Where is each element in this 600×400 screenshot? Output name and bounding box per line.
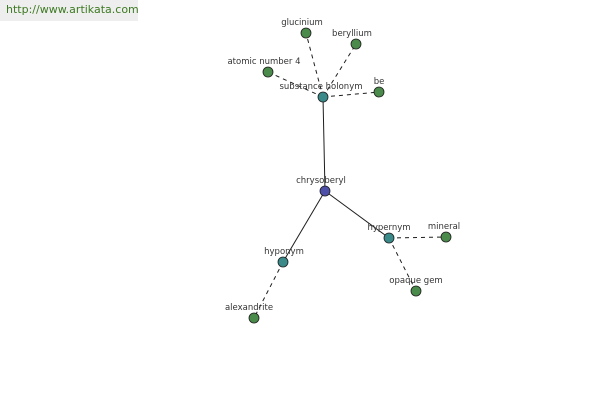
edge-substance-holonym-to-glucinium: [305, 32, 324, 98]
node-atomic-number-4[interactable]: [262, 66, 274, 78]
node-alexandrite[interactable]: [248, 312, 260, 324]
node-label-opaque-gem: opaque gem: [389, 276, 442, 286]
node-hyponym[interactable]: [277, 256, 289, 268]
edge-hypernym-to-mineral: [388, 236, 447, 239]
node-glucinium[interactable]: [300, 27, 312, 39]
edge-hypernym-to-opaque-gem: [388, 237, 417, 292]
graph-labels: chrysoberyl substance holonym hypernym hypo…: [225, 18, 460, 313]
node-label-chrysoberyl: chrysoberyl: [296, 176, 346, 186]
edge-substance-holonym-to-atomic-number-4: [267, 71, 324, 98]
edge-chrysoberyl-to-substance-holonym: [322, 96, 326, 192]
node-substance-holonym[interactable]: [317, 91, 329, 103]
node-label-hypernym: hypernym: [367, 223, 410, 233]
node-chrysoberyl[interactable]: [319, 185, 331, 197]
node-label-atomic-number-4: atomic number 4: [227, 57, 300, 67]
node-opaque-gem[interactable]: [410, 285, 422, 297]
node-label-be: be: [374, 77, 385, 87]
node-be[interactable]: [373, 86, 385, 98]
edge-chrysoberyl-to-hyponym: [282, 190, 326, 263]
node-beryllium[interactable]: [350, 38, 362, 50]
node-hypernym[interactable]: [383, 232, 395, 244]
node-mineral[interactable]: [440, 231, 452, 243]
graph-edges: [253, 32, 447, 319]
edge-hyponym-to-alexandrite: [253, 261, 284, 319]
node-label-mineral: mineral: [428, 222, 460, 232]
edge-chrysoberyl-to-hypernym: [324, 190, 390, 239]
node-label-hyponym: hyponym: [264, 247, 304, 257]
node-label-substance-holonym: substance holonym: [279, 82, 362, 92]
edge-substance-holonym-to-be: [322, 91, 380, 98]
site-url-link[interactable]: http://www.artikata.com: [0, 0, 139, 21]
node-label-beryllium: beryllium: [332, 29, 372, 39]
node-label-alexandrite: alexandrite: [225, 303, 273, 313]
node-label-glucinium: glucinium: [281, 18, 323, 28]
graph-nodes: [248, 27, 452, 324]
edge-substance-holonym-to-beryllium: [322, 43, 357, 98]
